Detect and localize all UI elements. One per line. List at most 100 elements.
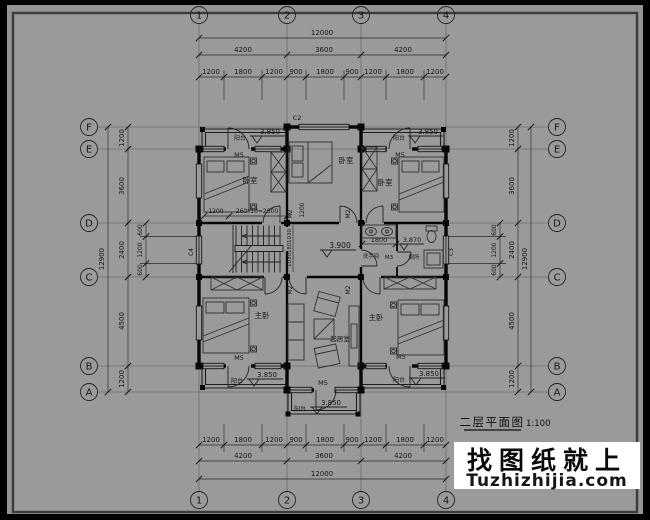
dim-label: 1800 — [371, 236, 388, 244]
interior-dimensions: 1200 260*10=2600 1030 180 1030 1200 1800 — [208, 202, 387, 267]
dim-label: 900 — [345, 68, 358, 76]
toilet-bowl — [426, 230, 437, 243]
dim-label: 1800 — [316, 436, 334, 444]
grid-bubble-row: D — [553, 219, 561, 230]
watermark[interactable]: 找图纸就上 Tuzhizhijia.com — [454, 442, 640, 491]
door-label-m3: M3 — [385, 255, 394, 261]
door-label-m5: M5 — [234, 151, 244, 159]
level-value: 3.870 — [403, 236, 422, 244]
dim-label: 12000 — [311, 29, 333, 37]
level-value: 3.900 — [329, 241, 351, 250]
dim-label: 2400 — [508, 241, 516, 259]
grid-bubble-row: A — [554, 388, 561, 399]
grid-bubble-col: 2 — [284, 496, 290, 507]
door-label-m5: M5 — [318, 379, 328, 387]
dim-label: 1200 — [364, 68, 382, 76]
balcony-parapets — [201, 128, 445, 415]
level-value: 3.850 — [257, 371, 277, 379]
dim-label: 260*10=2600 — [236, 208, 279, 215]
dim-label: 900 — [289, 68, 302, 76]
dim-label: 1200 — [137, 242, 144, 257]
dim-label: 3600 — [508, 177, 516, 195]
grid-bubble-row: E — [554, 145, 560, 156]
plan-title-text: 二层平面图 — [460, 415, 525, 429]
bed — [398, 156, 445, 213]
level-value: 3.850 — [419, 370, 439, 378]
room-label-bedroom: 卧室 — [243, 175, 258, 185]
grid-bubble-row: B — [554, 362, 561, 373]
dim-label: 3600 — [118, 177, 126, 195]
grid-bubble-row: E — [86, 145, 92, 156]
grid-bubble-col: 4 — [443, 496, 449, 507]
grid-bubble-col: 1 — [196, 11, 202, 22]
balcony-label: 阳台 — [294, 405, 306, 413]
watermark-slogan: 找图纸就上 — [467, 446, 627, 475]
watermark-box — [454, 442, 640, 489]
column-squares — [195, 123, 450, 417]
grid-bubble-col: 4 — [443, 11, 449, 22]
dim-label: 1200 — [299, 202, 306, 217]
room-label-toilet: 厕所 — [408, 253, 420, 261]
dim-label: 600 — [137, 224, 144, 236]
balcony-label: 阳台 — [393, 134, 405, 142]
balcony-label: 阳台 — [231, 377, 243, 385]
dim-label: 900 — [289, 436, 302, 444]
dimension-chain-right: 12900 1200 3600 2400 4500 1200 600 1200 … — [491, 129, 529, 388]
door-label-m2: M2 — [345, 285, 352, 294]
grid-bubble-row: B — [86, 362, 93, 373]
washroom-fixtures — [361, 224, 444, 269]
grid-bubble-row: C — [86, 273, 93, 284]
dim-label: 4200 — [394, 452, 412, 460]
door-label-m5: M5 — [234, 354, 244, 362]
dim-label: 12000 — [311, 470, 333, 478]
balcony-label: 阳台 — [234, 134, 246, 142]
dim-label: 600 — [491, 264, 498, 276]
dim-label: 1800 — [234, 68, 252, 76]
opening-labels: M5 M5 M5 M5 M5 M2 M2 M2 M2 M3 C2 C4 C3 — [188, 114, 455, 387]
dim-label: 4200 — [234, 452, 252, 460]
plan-title: 二层平面图 1:100 — [460, 415, 551, 431]
dimension-chain-top: 12000 4200 3600 4200 1200 1800 1200 900 … — [202, 29, 444, 76]
watermark-link[interactable]: Tuzhizhijia.com — [466, 471, 628, 491]
dim-label: 1200 — [208, 208, 223, 215]
grid-bubble-row: A — [86, 388, 93, 399]
dim-label: 1200 — [426, 68, 444, 76]
room-label-master: 主卧 — [255, 310, 270, 320]
dim-label: 1200 — [508, 370, 516, 388]
dim-label: 1800 — [396, 436, 414, 444]
grid-bubble-row: D — [85, 219, 93, 230]
dim-label: 900 — [345, 436, 358, 444]
grid-bubble-col: 3 — [358, 11, 364, 22]
tv-cabinet — [348, 305, 360, 367]
dim-label: 12900 — [98, 248, 106, 270]
dim-label: 4200 — [234, 46, 252, 54]
room-label-washroom: 洗手间 — [363, 252, 380, 260]
room-labels: 卧室 卧室 卧室 主卧 主卧 起居室 洗手间 厕所 — [243, 155, 420, 343]
level-value: 3.850 — [321, 399, 341, 407]
window-label-c2: C2 — [293, 114, 302, 122]
grid-bubble-col: 2 — [284, 11, 290, 22]
window-label-c3: C3 — [448, 248, 455, 256]
dim-label: 1200 — [118, 129, 126, 147]
room-label-bedroom: 卧室 — [339, 155, 354, 165]
bed — [203, 156, 250, 213]
dim-label: 1200 — [491, 242, 498, 257]
plan-scale: 1:100 — [526, 419, 551, 429]
sofa-set — [287, 290, 360, 369]
dim-label: 1200 — [426, 436, 444, 444]
room-label-living: 起居室 — [330, 334, 350, 343]
toilet-tank — [425, 225, 438, 232]
beds — [202, 141, 445, 356]
level-value: 3.850 — [260, 128, 280, 136]
door-label-m2: M2 — [287, 285, 294, 294]
dim-label: 1030 — [287, 229, 293, 243]
grid-bubble-col: 1 — [196, 496, 202, 507]
wardrobes — [210, 146, 437, 291]
door-label-m5: M5 — [395, 151, 405, 159]
dim-label: 4200 — [394, 46, 412, 54]
room-label-master: 主卧 — [369, 312, 384, 322]
door-label-m2: M2 — [345, 209, 352, 218]
dim-label: 1200 — [508, 129, 516, 147]
grid-bubbles: 1 2 3 4 1 2 3 4 F E D C B A F E D C B A — [80, 6, 566, 509]
